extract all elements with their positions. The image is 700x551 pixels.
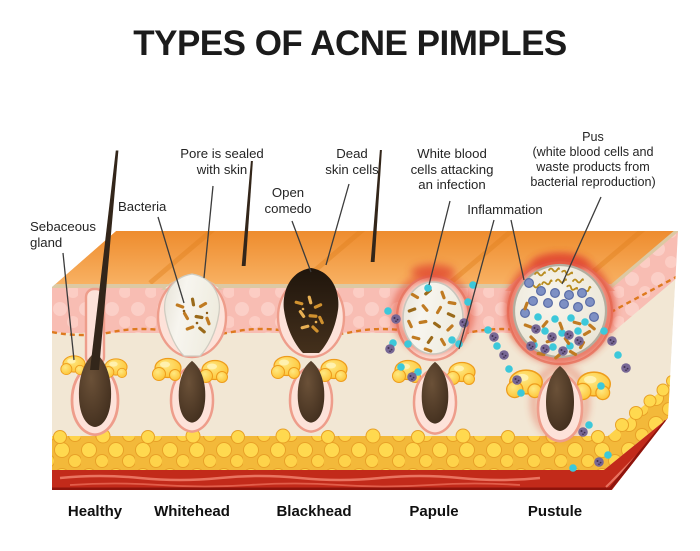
stage-label-healthy: Healthy bbox=[67, 503, 123, 520]
label-white-blood-cells: White blood cells attacking an infection bbox=[410, 146, 494, 193]
leader-line-dead-skin-cells bbox=[325, 183, 350, 266]
diagram-title: TYPES OF ACNE PIMPLES bbox=[133, 24, 567, 63]
bacteria-cluster bbox=[175, 297, 212, 335]
stage-label-blackhead: Blackhead bbox=[276, 503, 352, 520]
follicle-blackhead bbox=[270, 268, 348, 433]
label-pore-sealed: Pore is sealed with skin bbox=[180, 146, 264, 177]
stage-label-whitehead: Whitehead bbox=[154, 503, 230, 520]
muscle-layer bbox=[52, 418, 668, 490]
stratum-corneum-strip bbox=[52, 231, 678, 288]
leader-line-inflammation-right bbox=[510, 219, 525, 281]
label-inflammation: Inflammation bbox=[467, 202, 543, 217]
whitehead-plug bbox=[163, 273, 221, 357]
label-pus: Pus (white blood cells and waste product… bbox=[530, 130, 656, 189]
papule-sac bbox=[402, 281, 464, 355]
stage-label-pustule: Pustule bbox=[527, 503, 583, 520]
label-dead-skin-cells: Dead skin cells bbox=[325, 146, 379, 177]
leader-line-sebaceous-gland bbox=[62, 252, 75, 361]
label-open-comedo: Open comedo bbox=[264, 185, 312, 216]
loose-hair-shaft bbox=[370, 150, 382, 262]
leader-line-open-comedo bbox=[291, 220, 312, 273]
blackhead-plug-open-comedo bbox=[283, 268, 339, 353]
label-sebaceous-gland: Sebaceous gland bbox=[30, 219, 96, 250]
leader-line-white-blood-cells bbox=[428, 200, 451, 286]
leader-line-bacteria bbox=[157, 216, 185, 304]
label-bacteria: Bacteria bbox=[118, 199, 167, 214]
follicle-healthy bbox=[60, 150, 128, 437]
leader-lines bbox=[62, 183, 602, 361]
loose-hair-shaft bbox=[241, 161, 253, 266]
leader-line-inflammation-left bbox=[458, 219, 495, 350]
follicle-pustule bbox=[484, 254, 631, 472]
hair-shaft bbox=[90, 150, 119, 370]
bacteria-cluster bbox=[294, 295, 325, 334]
basement-membrane-dotted-line bbox=[52, 274, 678, 337]
stage-label-papule: Papule bbox=[409, 503, 459, 520]
leader-line-pus bbox=[561, 196, 602, 285]
follicle-papule bbox=[384, 264, 477, 435]
leader-line-pore-sealed bbox=[203, 185, 214, 279]
